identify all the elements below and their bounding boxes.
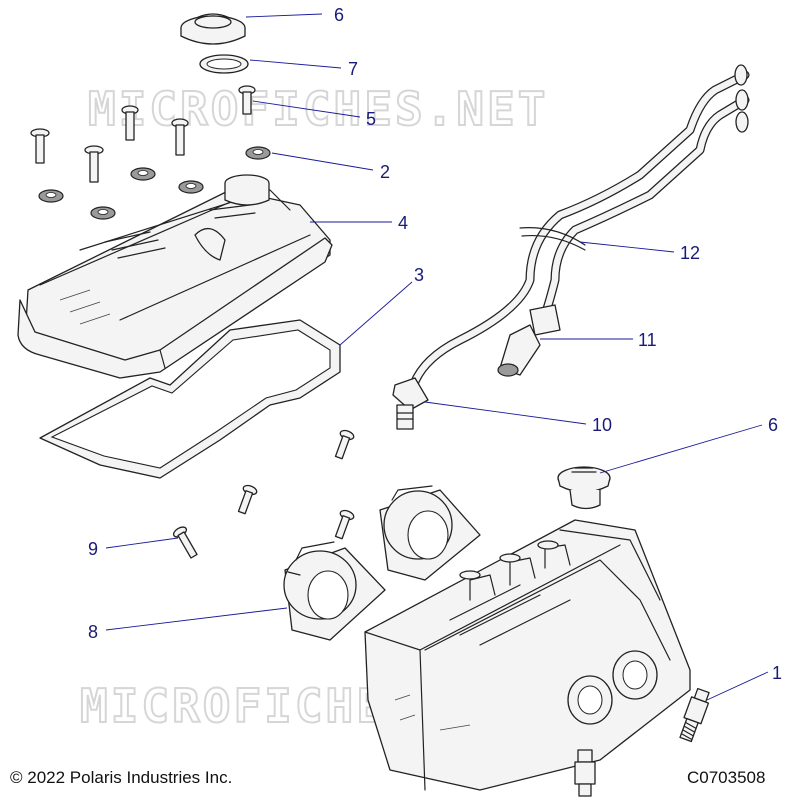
watermark-top: MICROFICHES.NET: [88, 82, 548, 136]
callout-4-valve-cover: 4: [398, 213, 408, 233]
callout-1-spark-plug: 1: [772, 663, 782, 683]
breather-hoses-part: [407, 64, 750, 395]
callout-12-hose: 12: [680, 243, 700, 263]
cover-bolts-part: [30, 85, 256, 183]
callout-2-grommet: 2: [380, 162, 390, 182]
intake-bolts-part: [172, 429, 355, 559]
callout-8-intake-boot: 8: [88, 622, 98, 642]
callout-6-oil-fill-cap: 6: [334, 5, 344, 25]
spark-plug-part: [679, 687, 710, 743]
callout-9-bolt: 9: [88, 539, 98, 559]
grommets-part: [38, 146, 271, 220]
oil-cap-lower-part: [557, 466, 611, 510]
valve-cover-part: [17, 174, 333, 379]
valve-cover-gasket-part: [39, 319, 341, 479]
callout-11-filter: 11: [638, 330, 657, 350]
breather-filter-part: [497, 304, 561, 377]
intake-boots-part: [283, 485, 481, 641]
oil-fill-cap-part: [180, 13, 246, 45]
callout-3-gasket: 3: [414, 265, 424, 285]
callout-7-o-ring: 7: [348, 59, 358, 79]
drawing-number: C0703508: [687, 768, 765, 787]
leader-lines: [105, 13, 769, 701]
cylinder-head-part: [364, 519, 691, 791]
callout-5-bolt: 5: [366, 109, 376, 129]
callout-10-fitting: 10: [592, 415, 612, 435]
callout-6-oil-cap: 6: [768, 415, 778, 435]
copyright-text: © 2022 Polaris Industries Inc.: [10, 768, 232, 787]
spark-plug-second-part: [574, 749, 596, 797]
o-ring-part: [199, 54, 249, 74]
breather-fitting-part: [392, 377, 429, 430]
